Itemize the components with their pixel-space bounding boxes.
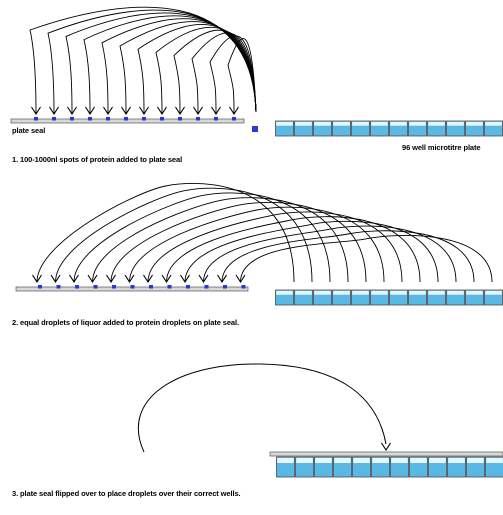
protein-droplet xyxy=(34,117,38,121)
plate-well xyxy=(333,290,351,305)
plate-well xyxy=(466,121,484,136)
arrow-head xyxy=(382,443,391,450)
plate-well xyxy=(486,457,503,477)
plate-well xyxy=(447,121,465,136)
plate-well xyxy=(410,457,428,477)
plate-well xyxy=(295,290,313,305)
plate-well xyxy=(314,290,332,305)
plate-well xyxy=(276,121,294,136)
plate-seal-label: plate seal xyxy=(12,126,45,135)
protein-droplet xyxy=(214,117,218,121)
plate-well xyxy=(447,290,465,305)
protein-droplet xyxy=(186,285,190,289)
step-2-caption: 2. equal droplets of liquor added to pro… xyxy=(12,318,239,327)
panel-1-protein-spots xyxy=(11,7,503,136)
transfer-arrow-curve xyxy=(192,33,256,114)
plate-well xyxy=(295,121,313,136)
plate-well xyxy=(333,121,351,136)
plate-well xyxy=(428,290,446,305)
protein-droplet xyxy=(52,117,56,121)
transfer-arrow-curve xyxy=(174,30,256,114)
plate-well xyxy=(409,121,427,136)
step-3-caption: 3. plate seal flipped over to place drop… xyxy=(12,489,241,498)
plate-well xyxy=(466,290,484,305)
plate-well xyxy=(277,457,295,477)
plate-well xyxy=(390,121,408,136)
plate-well xyxy=(352,290,370,305)
protein-droplet xyxy=(38,285,42,289)
protein-droplet xyxy=(205,285,209,289)
protein-droplet xyxy=(88,117,92,121)
microtitre-plate xyxy=(276,121,503,136)
protein-droplet xyxy=(196,117,200,121)
plate-well xyxy=(428,121,446,136)
microtitre-plate-label: 96 well microtitre plate xyxy=(402,143,480,152)
protein-droplet xyxy=(112,285,116,289)
panel-2-liquor-droplets xyxy=(16,183,503,305)
protein-droplet xyxy=(178,117,182,121)
plate-well xyxy=(371,121,389,136)
protein-droplet xyxy=(106,117,110,121)
protein-droplet xyxy=(70,117,74,121)
transfer-arrow-curve xyxy=(102,19,256,114)
protein-droplet xyxy=(57,285,61,289)
protein-droplet xyxy=(160,117,164,121)
transfer-arrow-curve xyxy=(84,16,256,114)
plate-well xyxy=(371,290,389,305)
protein-droplet xyxy=(94,285,98,289)
protein-droplet xyxy=(232,117,236,121)
plate-well xyxy=(315,457,333,477)
transfer-arrow-curve xyxy=(66,13,256,114)
plate-well xyxy=(409,290,427,305)
plate-well xyxy=(352,121,370,136)
microtitre-plate-step-3 xyxy=(277,457,503,477)
plate-well xyxy=(314,121,332,136)
plate-well xyxy=(485,121,503,136)
transfer-arrow-curve xyxy=(48,10,256,114)
step-1-caption: 1. 100-1000nl spots of protein added to … xyxy=(12,155,182,164)
protein-droplet xyxy=(131,285,135,289)
source-spot xyxy=(252,126,258,132)
plate-well xyxy=(485,290,503,305)
liquor-transfer-curve xyxy=(74,193,330,282)
plate-well xyxy=(467,457,485,477)
plate-well xyxy=(391,457,409,477)
protein-droplet xyxy=(124,117,128,121)
protein-droplet xyxy=(142,117,146,121)
plate-well xyxy=(429,457,447,477)
protein-droplet xyxy=(168,285,172,289)
plate-well xyxy=(372,457,390,477)
plate-well xyxy=(353,457,371,477)
panel-3-seal-flip xyxy=(138,364,503,477)
plate-seal xyxy=(270,452,503,456)
protein-droplet xyxy=(149,285,153,289)
liquor-transfer-curve xyxy=(37,183,294,282)
flip-arrow-curve xyxy=(138,364,386,452)
protein-droplet xyxy=(75,285,79,289)
transfer-arrow-curve xyxy=(30,7,256,114)
protein-droplet xyxy=(242,285,246,289)
plate-well xyxy=(448,457,466,477)
liquor-transfer-curve xyxy=(93,198,349,282)
microtitre-plate-step-2 xyxy=(276,290,503,305)
plate-well xyxy=(390,290,408,305)
plate-well xyxy=(296,457,314,477)
protein-droplet xyxy=(223,285,227,289)
liquor-transfer-curve xyxy=(241,235,493,282)
plate-well xyxy=(276,290,294,305)
plate-well xyxy=(334,457,352,477)
